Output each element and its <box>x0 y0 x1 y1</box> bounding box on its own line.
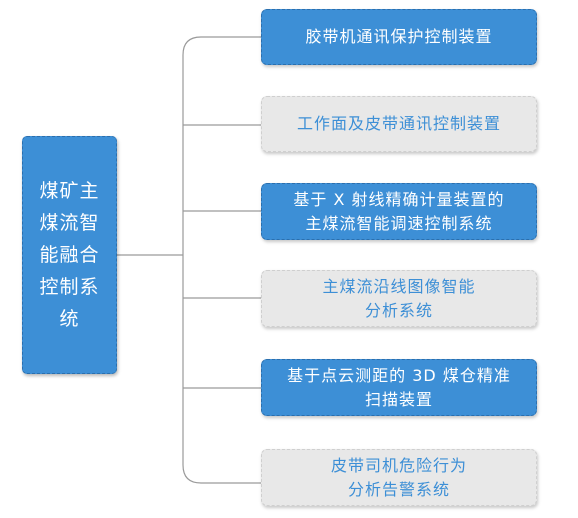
branch-node-image-analysis: 主煤流沿线图像智能 分析系统 <box>261 270 537 327</box>
branch-node-xray-speed-control: 基于 X 射线精确计量装置的 主煤流智能调速控制系统 <box>261 183 537 240</box>
root-label: 煤矿主煤流智能融合控制系统 <box>39 180 100 330</box>
branch-label: 基于点云测距的 3D 煤仓精准 扫描装置 <box>287 365 511 409</box>
branch-node-driver-behavior-alarm: 皮带司机危险行为 分析告警系统 <box>261 449 537 506</box>
branch-node-workface-communication: 工作面及皮带通讯控制装置 <box>261 96 537 152</box>
branch-label: 胶带机通讯保护控制装置 <box>305 27 493 46</box>
branch-node-3d-bunker-scan: 基于点云测距的 3D 煤仓精准 扫描装置 <box>261 359 537 416</box>
branch-label: 基于 X 射线精确计量装置的 主煤流智能调速控制系统 <box>293 189 505 233</box>
branch-label: 主煤流沿线图像智能 分析系统 <box>322 276 476 320</box>
branch-label: 皮带司机危险行为 分析告警系统 <box>330 455 467 499</box>
branch-node-belt-protection: 胶带机通讯保护控制装置 <box>261 9 537 65</box>
root-node: 煤矿主煤流智能融合控制系统 <box>22 136 117 374</box>
branch-label: 工作面及皮带通讯控制装置 <box>296 114 501 133</box>
